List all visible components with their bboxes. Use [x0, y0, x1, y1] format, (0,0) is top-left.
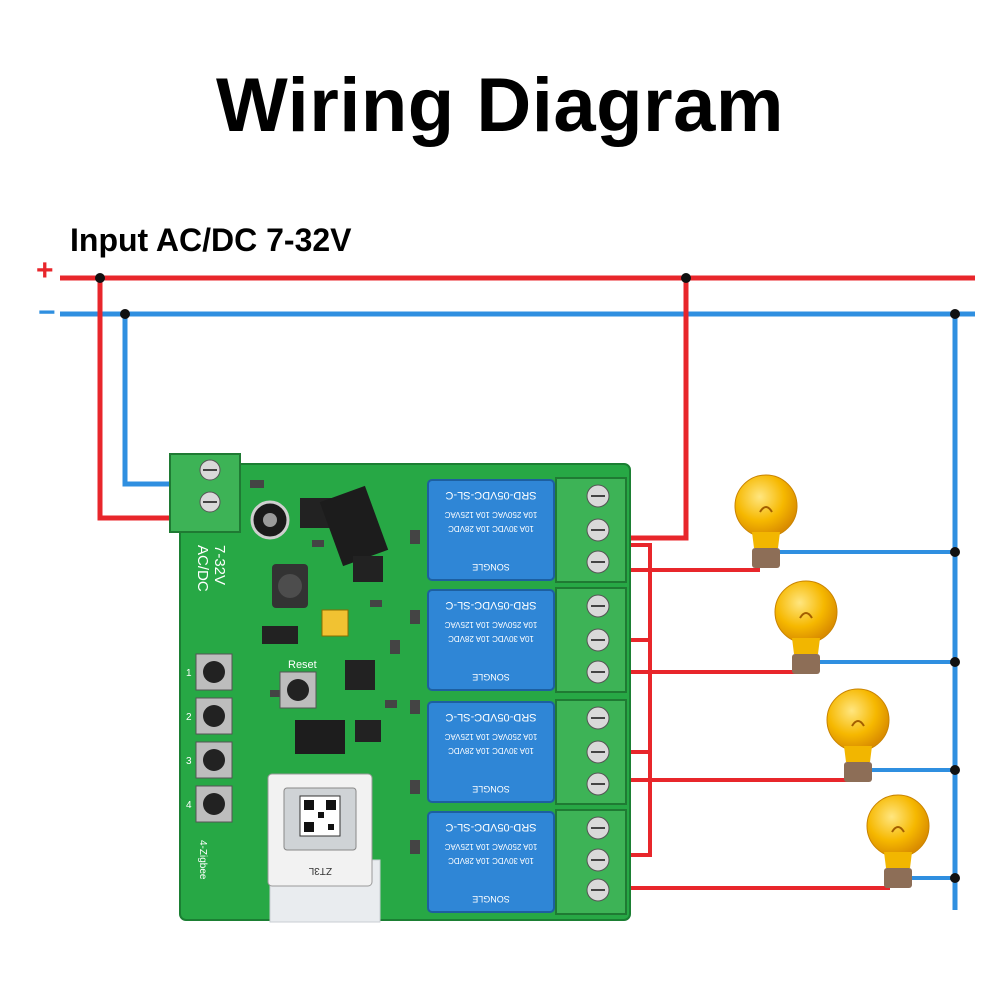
svg-text:SONGLE: SONGLE	[472, 562, 510, 572]
board-label-voltage: 7-32V	[211, 545, 228, 585]
light-bulb-3-icon	[826, 688, 890, 782]
light-bulb-4-icon	[866, 794, 930, 888]
svg-text:10A 30VDC 10A 28VDC: 10A 30VDC 10A 28VDC	[448, 634, 534, 643]
svg-text:10A 30VDC 10A 28VDC: 10A 30VDC 10A 28VDC	[448, 524, 534, 533]
light-bulb-1-icon	[734, 474, 798, 568]
positive-symbol: +	[36, 254, 54, 287]
relay-3: SRD-05VDC-SL-C 10A 250VAC 10A 125VAC 10A…	[427, 701, 555, 803]
negative-symbol: −	[38, 296, 56, 329]
svg-text:10A 30VDC 10A 28VDC: 10A 30VDC 10A 28VDC	[448, 856, 534, 865]
output-terminal-3	[555, 699, 627, 805]
push-button-4	[195, 785, 233, 823]
output-terminal-4	[555, 809, 627, 915]
page-title: Wiring Diagram	[216, 63, 784, 148]
negative-input-wire	[122, 314, 180, 487]
button-number: 4	[186, 800, 192, 811]
svg-text:SRD-05VDC-SL-C: SRD-05VDC-SL-C	[445, 489, 536, 501]
button-number: 3	[186, 756, 192, 767]
push-button-2	[195, 697, 233, 735]
button-number: 2	[186, 712, 192, 723]
svg-text:SRD-05VDC-SL-C: SRD-05VDC-SL-C	[445, 599, 536, 611]
svg-text:10A 30VDC 10A 28VDC: 10A 30VDC 10A 28VDC	[448, 746, 534, 755]
svg-text:10A 250VAC 10A 125VAC: 10A 250VAC 10A 125VAC	[444, 732, 537, 741]
output-terminal-2	[555, 587, 627, 693]
relay-board: AC/DC 7-32V	[169, 453, 631, 923]
reset-label: Reset	[288, 659, 317, 671]
input-voltage-label: Input AC/DC 7-32V	[70, 222, 352, 258]
svg-text:10A 250VAC 10A 125VAC: 10A 250VAC 10A 125VAC	[444, 620, 537, 629]
svg-text:SONGLE: SONGLE	[472, 784, 510, 794]
zigbee-module: ZT3L	[267, 773, 373, 887]
relay-2: SRD-05VDC-SL-C 10A 250VAC 10A 125VAC 10A…	[427, 589, 555, 691]
relay-common-bus	[628, 543, 652, 857]
svg-text:SONGLE: SONGLE	[472, 894, 510, 904]
output-terminal-1	[555, 477, 627, 583]
relay-common-feed	[628, 278, 689, 541]
push-button-1	[195, 653, 233, 691]
svg-text:10A 250VAC 10A 125VAC: 10A 250VAC 10A 125VAC	[444, 510, 537, 519]
button-number: 1	[186, 668, 192, 679]
positive-input-wire	[97, 278, 180, 521]
svg-text:SONGLE: SONGLE	[472, 672, 510, 682]
light-bulb-2-icon	[774, 580, 838, 674]
zigbee-label: 4-Zigbee	[197, 840, 208, 880]
junction-dots	[95, 273, 960, 883]
input-terminal-block	[169, 453, 241, 533]
reset-button	[279, 671, 317, 709]
relay-1: SRD-05VDC-SL-C 10A 250VAC 10A 125VAC 10A…	[427, 479, 555, 581]
svg-text:10A 250VAC 10A 125VAC: 10A 250VAC 10A 125VAC	[444, 842, 537, 851]
board-label-acdc: AC/DC	[194, 545, 211, 592]
module-label: ZT3L	[308, 865, 332, 876]
push-button-3	[195, 741, 233, 779]
svg-text:SRD-05VDC-SL-C: SRD-05VDC-SL-C	[445, 821, 536, 833]
svg-text:SRD-05VDC-SL-C: SRD-05VDC-SL-C	[445, 711, 536, 723]
relay-4: SRD-05VDC-SL-C 10A 250VAC 10A 125VAC 10A…	[427, 811, 555, 913]
